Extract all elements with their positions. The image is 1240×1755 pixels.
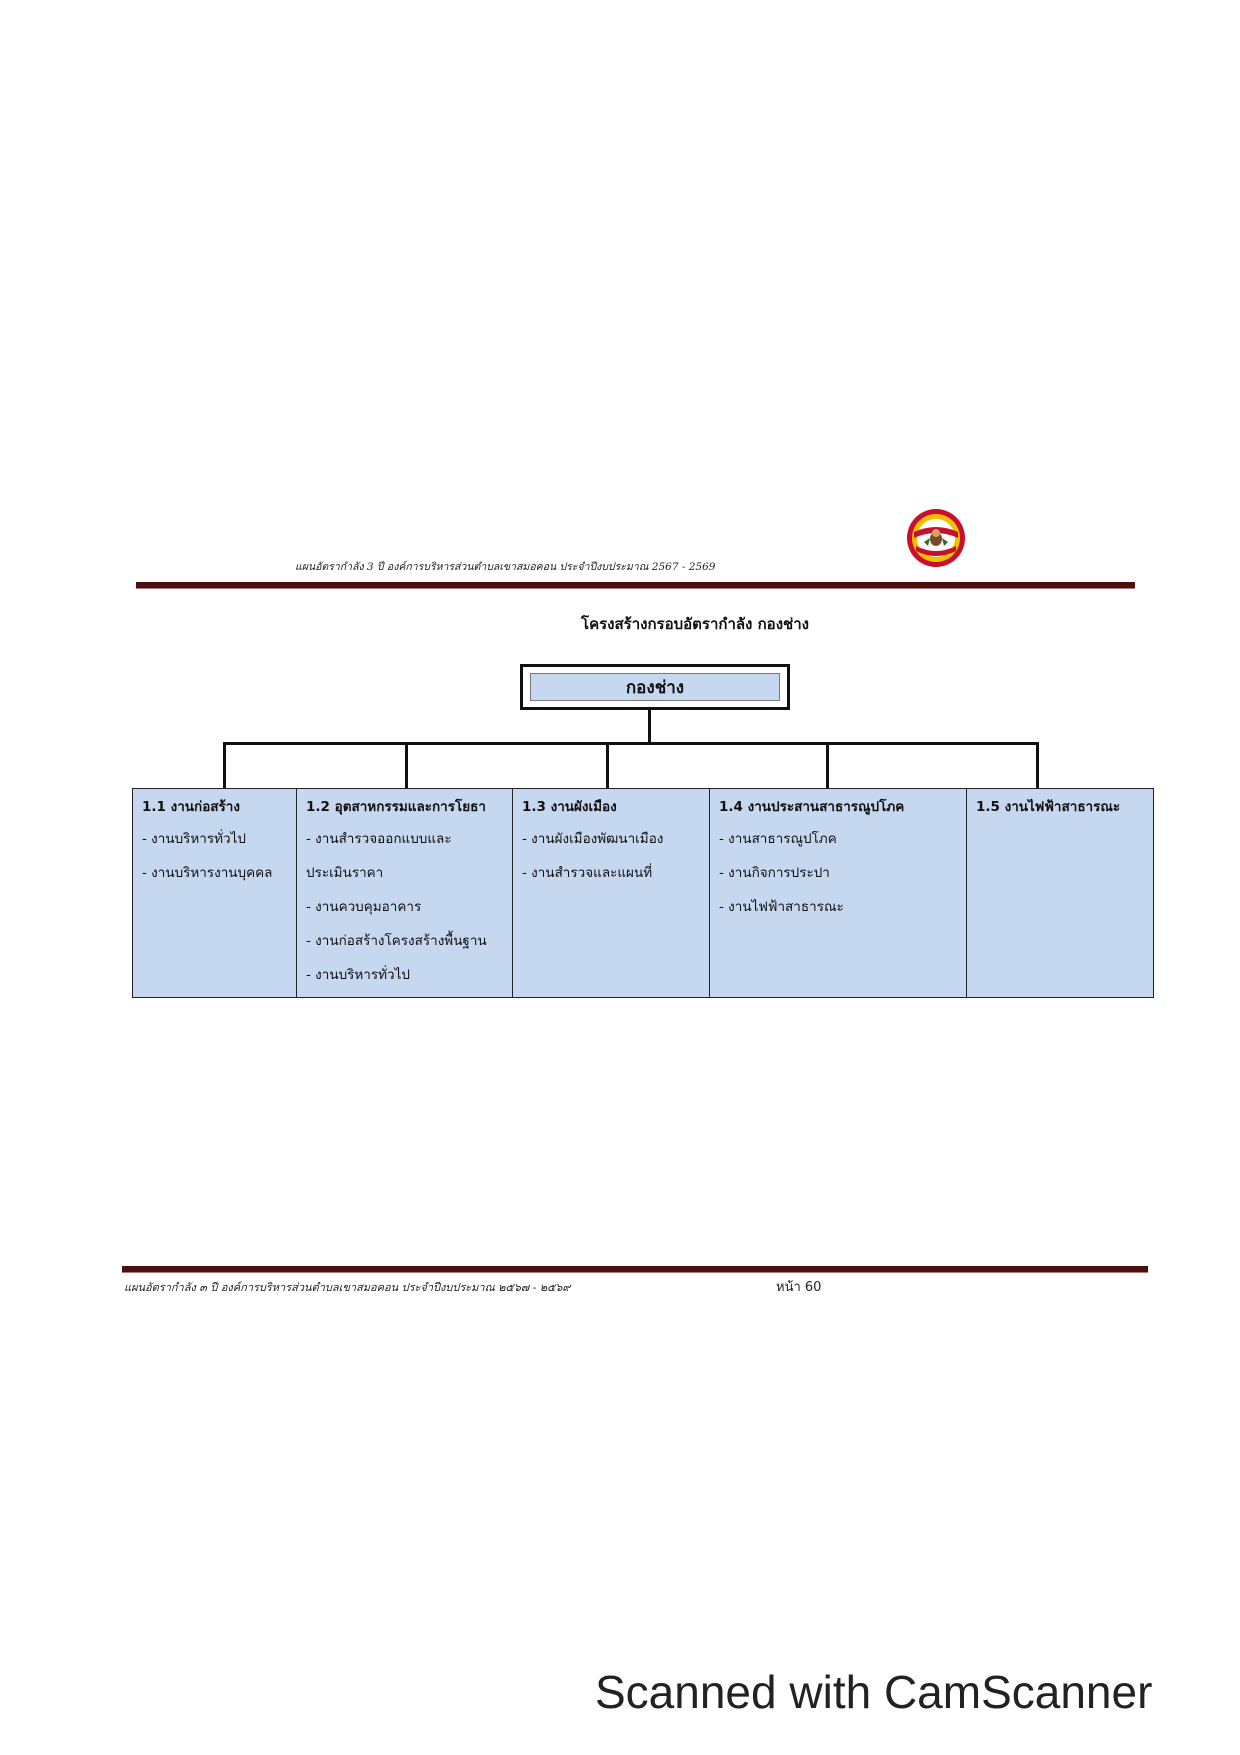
unit-box-5: 1.5 งานไฟฟ้าสาธารณะ: [966, 788, 1154, 998]
unit-box-1: 1.1 งานก่อสร้าง - งานบริหารทั่วไป - งานบ…: [132, 788, 297, 998]
connector-horizontal-bar: [223, 742, 1039, 745]
connector-unit-3: [606, 742, 609, 788]
footer-text: แผนอัตรากำลัง ๓ ปี องค์การบริหารส่วนตำบล…: [124, 1281, 571, 1294]
organization-seal-logo: [907, 509, 965, 567]
unit-item: - งานกิจการประปา: [719, 865, 830, 881]
unit-item: - งานไฟฟ้าสาธารณะ: [719, 899, 844, 915]
unit-title: 1.4 งานประสานสาธารณูปโภค: [719, 799, 905, 815]
unit-item: - งานบริหารทั่วไป: [142, 831, 246, 847]
connector-unit-1: [223, 742, 226, 788]
unit-title: 1.1 งานก่อสร้าง: [142, 799, 240, 815]
page-number: หน้า 60: [776, 1280, 822, 1295]
connector-root-down: [648, 710, 651, 744]
unit-item: - งานสาธารณูปโภค: [719, 831, 837, 847]
unit-title: 1.5 งานไฟฟ้าสาธารณะ: [976, 799, 1121, 815]
org-root-label: กองช่าง: [530, 673, 780, 701]
unit-box-2: 1.2 อุตสาหกรรมและการโยธา - งานสำรวจออกแบ…: [296, 788, 513, 998]
page-title: โครงสร้างกรอบอัตรากำลัง กองช่าง: [581, 615, 809, 633]
unit-item: ประเมินราคา: [306, 865, 384, 881]
unit-item: - งานก่อสร้างโครงสร้างพื้นฐาน: [306, 933, 487, 949]
unit-item: - งานผังเมืองพัฒนาเมือง: [522, 831, 664, 847]
footer-rule: [122, 1266, 1148, 1273]
org-root-box: กองช่าง: [520, 664, 790, 710]
unit-title: 1.2 อุตสาหกรรมและการโยธา: [306, 799, 486, 815]
unit-item: - งานบริหารงานบุคคล: [142, 865, 273, 881]
connector-unit-4: [826, 742, 829, 788]
header-rule: [136, 582, 1135, 589]
unit-box-3: 1.3 งานผังเมือง - งานผังเมืองพัฒนาเมือง …: [512, 788, 710, 998]
unit-title: 1.3 งานผังเมือง: [522, 799, 617, 815]
unit-item: - งานบริหารทั่วไป: [306, 967, 410, 983]
connector-unit-5: [1036, 742, 1039, 788]
unit-item: - งานสำรวจและแผนที่: [522, 865, 653, 881]
camscanner-watermark: Scanned with CamScanner: [595, 1666, 1153, 1718]
unit-item: - งานสำรวจออกแบบและ: [306, 831, 452, 847]
header-text: แผนอัตรากำลัง 3 ปี องค์การบริหารส่วนตำบล…: [295, 561, 716, 573]
unit-item: - งานควบคุมอาคาร: [306, 899, 422, 915]
unit-box-4: 1.4 งานประสานสาธารณูปโภค - งานสาธารณูปโภ…: [709, 788, 967, 998]
connector-unit-2: [405, 742, 408, 788]
